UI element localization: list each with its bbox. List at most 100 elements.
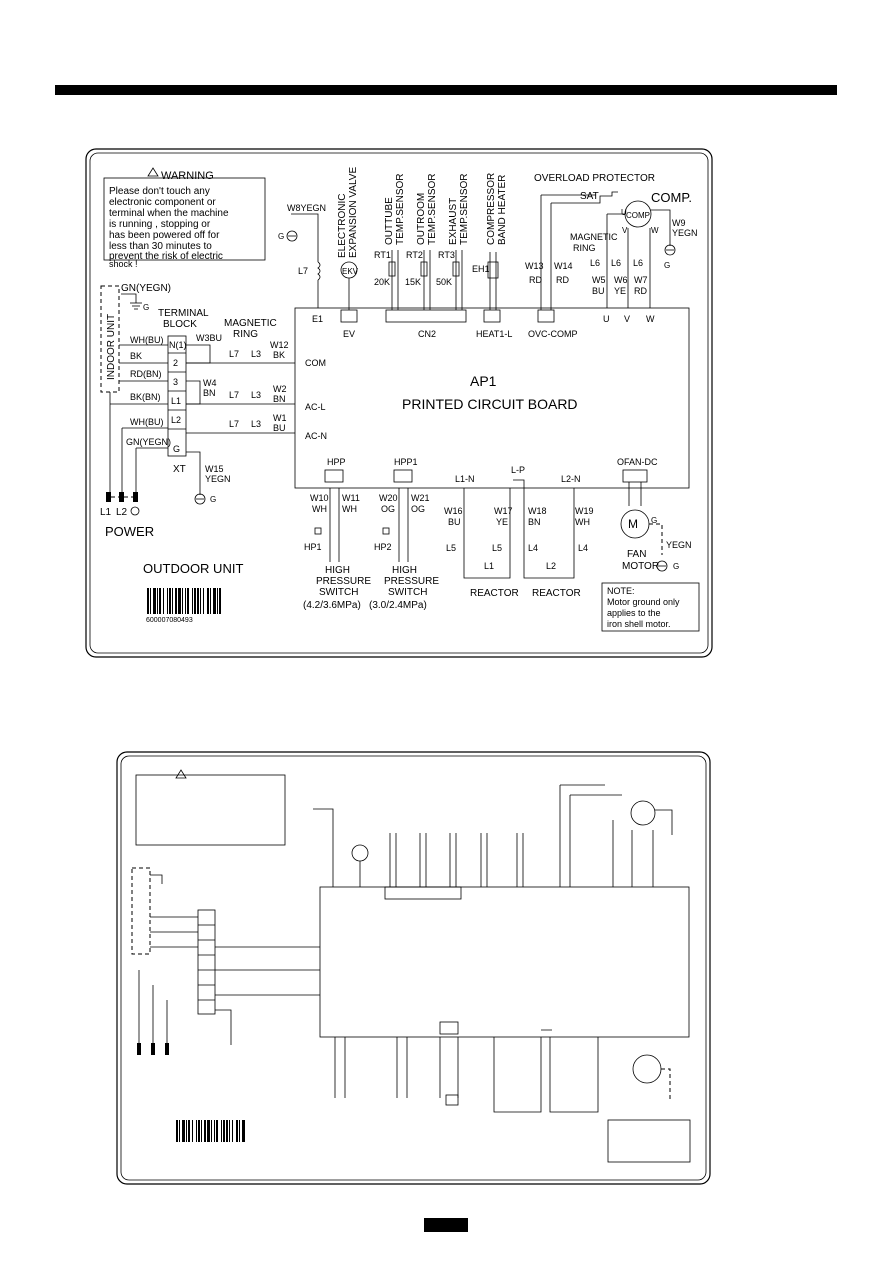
outdoor-unit-label: OUTDOOR UNIT xyxy=(143,561,243,576)
svg-text:W11: W11 xyxy=(342,493,360,503)
svg-text:EH1: EH1 xyxy=(472,264,490,274)
svg-text:RD: RD xyxy=(529,275,542,285)
warning-line: prevent the risk of electric xyxy=(109,251,223,262)
warning-line: is running , stopping or xyxy=(109,219,211,230)
ground-icon xyxy=(286,230,298,242)
svg-text:20K: 20K xyxy=(374,277,390,287)
svg-text:BLOCK: BLOCK xyxy=(163,319,197,330)
warning-line: has been powered off for xyxy=(109,230,220,241)
heater-icon xyxy=(487,261,499,279)
svg-text:XT: XT xyxy=(173,464,186,475)
svg-text:W: W xyxy=(651,226,659,235)
svg-text:HP2: HP2 xyxy=(374,542,392,552)
svg-text:WH: WH xyxy=(312,504,327,514)
indoor-unit-label: INDOOR UNIT xyxy=(106,314,117,380)
svg-text:TEMP.SENSOR: TEMP.SENSOR xyxy=(427,174,438,246)
svg-text:W18: W18 xyxy=(528,506,547,516)
svg-text:HPP: HPP xyxy=(327,457,346,467)
svg-text:N(1): N(1) xyxy=(169,340,187,350)
svg-text:E1: E1 xyxy=(312,314,323,324)
barcode xyxy=(176,1120,245,1142)
svg-text:G: G xyxy=(651,516,657,525)
svg-text:RT2: RT2 xyxy=(406,250,423,260)
svg-text:W12: W12 xyxy=(270,340,289,350)
svg-text:EV: EV xyxy=(343,329,355,339)
svg-text:HPP1: HPP1 xyxy=(394,457,418,467)
svg-text:15K: 15K xyxy=(405,277,421,287)
svg-text:600007080493: 600007080493 xyxy=(146,617,193,624)
svg-text:W9: W9 xyxy=(672,218,686,228)
svg-text:MAGNETIC: MAGNETIC xyxy=(570,232,618,242)
svg-text:M: M xyxy=(628,517,638,531)
svg-text:L2-N: L2-N xyxy=(561,474,581,484)
svg-text:L3: L3 xyxy=(251,419,261,429)
ground-icon xyxy=(664,244,676,256)
warning-triangle-icon xyxy=(147,167,159,177)
svg-text:RT1: RT1 xyxy=(374,250,391,260)
svg-text:REACTOR: REACTOR xyxy=(532,588,581,599)
inductor-l7-l3: L7 L3 L7 L3 L7 L3 xyxy=(229,349,261,429)
warning-line: electronic component or xyxy=(109,197,216,208)
lower-diagram xyxy=(116,751,711,1185)
power-terminals: L1 L2 POWER xyxy=(100,492,154,539)
svg-text:W2: W2 xyxy=(273,384,287,394)
svg-text:W13: W13 xyxy=(525,261,544,271)
svg-text:BU: BU xyxy=(448,517,461,527)
svg-text:L6: L6 xyxy=(590,258,600,268)
svg-text:W14: W14 xyxy=(554,261,573,271)
svg-text:L1: L1 xyxy=(171,396,181,406)
svg-text:OUTROOM: OUTROOM xyxy=(416,193,427,245)
svg-text:YEGN: YEGN xyxy=(205,474,231,484)
svg-text:G: G xyxy=(664,261,670,270)
svg-text:RING: RING xyxy=(573,243,596,253)
svg-text:W15: W15 xyxy=(205,464,224,474)
svg-text:iron shell motor.: iron shell motor. xyxy=(607,619,671,629)
svg-text:PRESSURE: PRESSURE xyxy=(384,576,439,587)
barcode xyxy=(147,588,221,614)
svg-text:L5: L5 xyxy=(492,543,502,553)
upper-diagram: WARNING Please don't touch any electroni… xyxy=(85,148,713,658)
svg-text:L2: L2 xyxy=(546,561,556,571)
svg-text:applies to the: applies to the xyxy=(607,608,661,618)
svg-text:W21: W21 xyxy=(411,493,430,503)
svg-text:L6: L6 xyxy=(611,258,621,268)
svg-text:L6: L6 xyxy=(633,258,643,268)
svg-text:L7: L7 xyxy=(229,390,239,400)
svg-text:(4.2/3.6MPa): (4.2/3.6MPa) xyxy=(303,600,361,611)
svg-text:MAGNETIC: MAGNETIC xyxy=(224,318,277,329)
svg-text:RING: RING xyxy=(233,329,258,340)
svg-text:L1: L1 xyxy=(100,507,112,518)
svg-text:COM: COM xyxy=(305,358,326,368)
svg-text:2: 2 xyxy=(173,358,178,368)
warning-line: terminal when the machine xyxy=(109,208,229,219)
svg-text:BAND HEATER: BAND HEATER xyxy=(497,175,508,245)
svg-text:L1: L1 xyxy=(484,561,494,571)
svg-text:W7: W7 xyxy=(634,275,648,285)
svg-text:TERMINAL: TERMINAL xyxy=(158,308,209,319)
temp-sensor-rt3: RT3 50K xyxy=(436,250,463,310)
svg-text:COMPRESSOR: COMPRESSOR xyxy=(486,173,497,245)
svg-text:OVC-COMP: OVC-COMP xyxy=(528,329,578,339)
svg-text:YEGN: YEGN xyxy=(672,228,698,238)
svg-text:W19: W19 xyxy=(575,506,594,516)
svg-text:L7: L7 xyxy=(298,266,308,276)
temp-sensor-rt2: RT2 15K xyxy=(405,250,431,310)
terminal-block-xt: N(1) 2 3 L1 L2 G XT xyxy=(167,335,187,475)
svg-text:YEGN: YEGN xyxy=(666,540,692,550)
svg-text:W5: W5 xyxy=(592,275,606,285)
warning-triangle-icon xyxy=(175,769,187,779)
svg-text:HP1: HP1 xyxy=(304,542,322,552)
svg-text:TEMP.SENSOR: TEMP.SENSOR xyxy=(395,174,406,246)
svg-text:AC-N: AC-N xyxy=(305,431,327,441)
header-bar xyxy=(55,85,837,95)
svg-text:V: V xyxy=(624,314,630,324)
svg-text:G: G xyxy=(173,444,180,454)
ground-icon xyxy=(194,493,206,505)
svg-text:GN(YEGN): GN(YEGN) xyxy=(126,437,171,447)
svg-text:COMP: COMP xyxy=(626,211,650,220)
svg-text:BK: BK xyxy=(130,351,142,361)
svg-text:W17: W17 xyxy=(494,506,513,516)
svg-text:OG: OG xyxy=(411,504,425,514)
svg-text:W8YEGN: W8YEGN xyxy=(287,203,326,213)
svg-text:W6: W6 xyxy=(614,275,628,285)
